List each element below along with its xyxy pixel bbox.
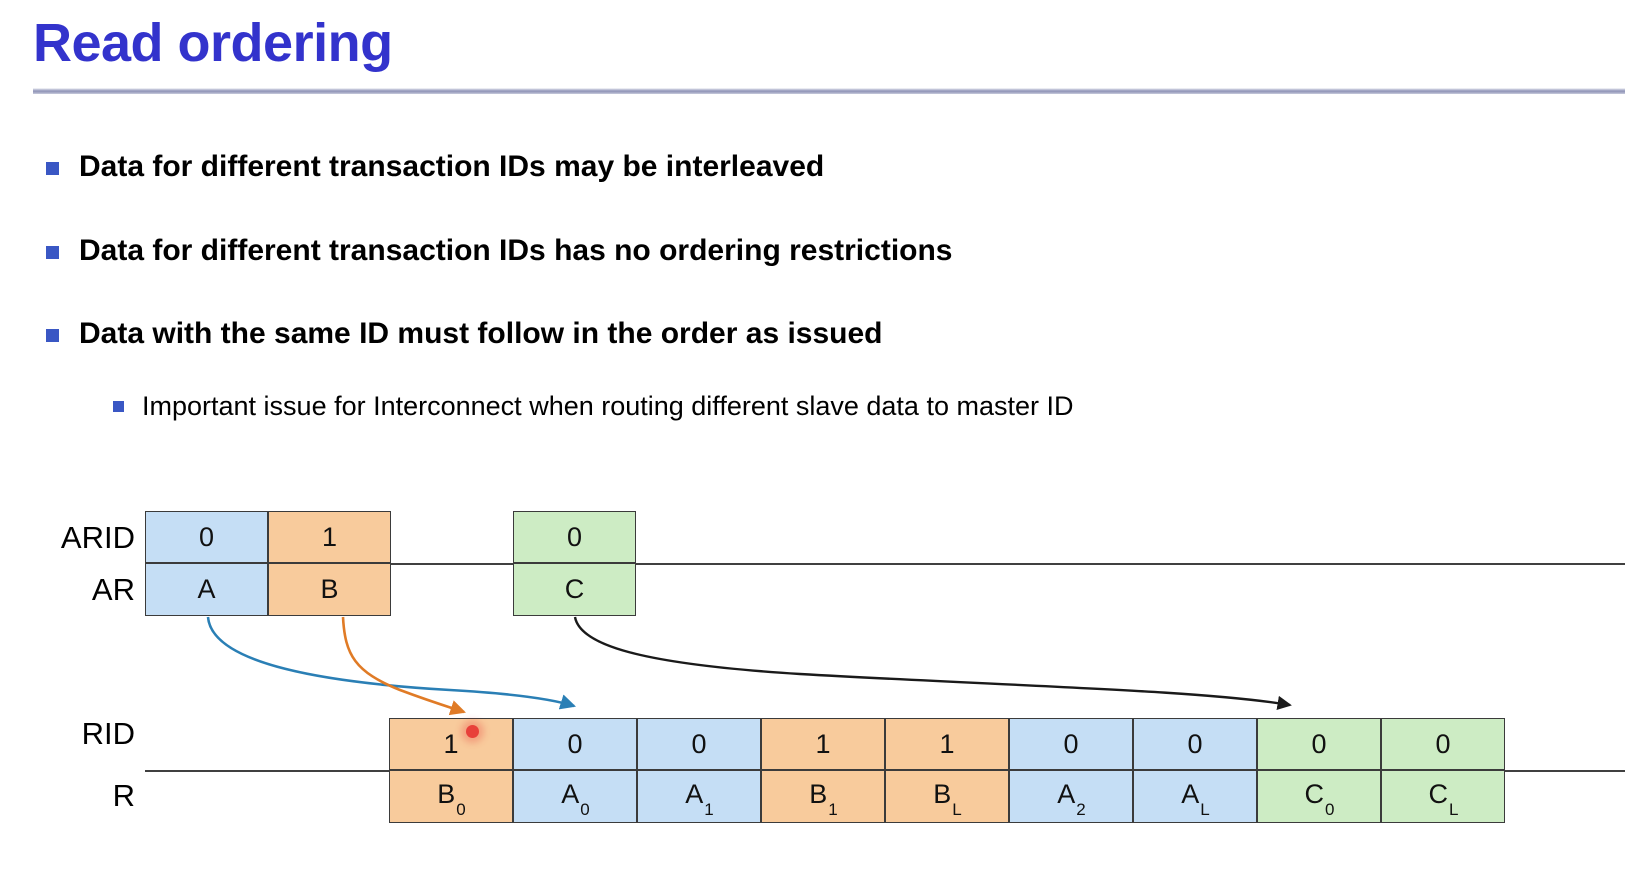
arid-group-1: 0 1	[145, 511, 391, 563]
rid-value: 1	[443, 728, 459, 759]
rid-row: 1 0 0 1 1 0 0 0 0	[389, 718, 1505, 770]
r-value: CL	[1428, 778, 1459, 820]
bullet-text: Important issue for Interconnect when ro…	[142, 391, 1074, 421]
arid-cell[interactable]: 0	[513, 511, 636, 563]
arid-value: 0	[198, 521, 215, 552]
arrow-b-to-b0	[341, 616, 466, 716]
rid-value: 0	[1311, 728, 1327, 759]
r-value: A1	[685, 778, 714, 820]
rid-value: 0	[1435, 728, 1451, 759]
rid-value: 0	[1187, 728, 1203, 759]
r-value: B0	[437, 778, 466, 820]
arid-group-2: 0	[513, 511, 636, 563]
rid-value: 0	[691, 728, 707, 759]
rid-cell[interactable]: 0	[637, 718, 761, 770]
bullet-item-1: Data for different transaction IDs may b…	[46, 148, 824, 186]
cursor-pointer-dot	[466, 725, 479, 738]
row-label-rid: RID	[81, 716, 135, 751]
rid-value: 1	[815, 728, 831, 759]
r-cell[interactable]: B1	[761, 770, 885, 823]
rid-cell[interactable]: 0	[1009, 718, 1133, 770]
row-label-r: R	[112, 778, 135, 813]
bullet-text: Data for different transaction IDs has n…	[79, 234, 953, 267]
ar-cell[interactable]: A	[145, 563, 268, 616]
r-cell[interactable]: A0	[513, 770, 637, 823]
bullet-marker-icon	[46, 329, 59, 342]
r-cell[interactable]: B0	[389, 770, 513, 823]
r-value: A0	[561, 778, 590, 820]
ar-cell[interactable]: C	[513, 563, 636, 616]
rid-cell[interactable]: 0	[513, 718, 637, 770]
r-cell[interactable]: BL	[885, 770, 1009, 823]
r-cell[interactable]: A1	[637, 770, 761, 823]
bullet-marker-icon	[46, 162, 59, 175]
row-label-ar: AR	[91, 572, 135, 607]
ar-value: C	[564, 574, 585, 604]
ar-group-1: A B	[145, 563, 391, 616]
rid-value: 1	[939, 728, 955, 759]
ar-group-2: C	[513, 563, 636, 616]
row-label-arid: ARID	[60, 520, 135, 555]
rid-cell[interactable]: 0	[1381, 718, 1505, 770]
rid-value: 0	[1063, 728, 1079, 759]
r-cell[interactable]: C0	[1257, 770, 1381, 823]
bullet-text: Data for different transaction IDs may b…	[79, 150, 825, 183]
r-value: C0	[1304, 778, 1335, 820]
bullet-item-2: Data for different transaction IDs has n…	[46, 232, 953, 270]
rid-cell[interactable]: 0	[1133, 718, 1257, 770]
bullet-item-4: Important issue for Interconnect when ro…	[113, 389, 1074, 423]
ar-value: A	[197, 574, 216, 604]
title-divider	[33, 88, 1625, 94]
arid-cell[interactable]: 0	[145, 511, 268, 563]
bullet-marker-icon	[46, 246, 59, 259]
arid-value: 0	[566, 521, 583, 552]
bullet-text: Data with the same ID must follow in the…	[79, 317, 883, 350]
arrow-a-to-a0	[206, 616, 576, 710]
rid-value: 0	[567, 728, 583, 759]
r-value: B1	[809, 778, 838, 820]
r-value: BL	[933, 778, 962, 820]
rid-cell[interactable]: 1	[885, 718, 1009, 770]
r-row: B0 A0 A1 B1 BL A2 AL C0 CL	[389, 770, 1505, 823]
ar-cell[interactable]: B	[268, 563, 391, 616]
rid-cell[interactable]: 0	[1257, 718, 1381, 770]
arrow-c-to-c0	[573, 616, 1292, 711]
bullet-marker-icon	[113, 401, 124, 412]
bullet-item-3: Data with the same ID must follow in the…	[46, 315, 883, 353]
page-title: Read ordering	[33, 13, 393, 73]
arid-value: 1	[321, 521, 338, 552]
ar-value: B	[320, 574, 339, 604]
r-value: AL	[1181, 778, 1210, 820]
ar-axis-line	[145, 563, 1625, 565]
arid-cell[interactable]: 1	[268, 511, 391, 563]
r-cell[interactable]: AL	[1133, 770, 1257, 823]
r-cell[interactable]: A2	[1009, 770, 1133, 823]
r-value: A2	[1057, 778, 1086, 820]
rid-cell[interactable]: 1	[761, 718, 885, 770]
r-cell[interactable]: CL	[1381, 770, 1505, 823]
rid-cell[interactable]: 1	[389, 718, 513, 770]
